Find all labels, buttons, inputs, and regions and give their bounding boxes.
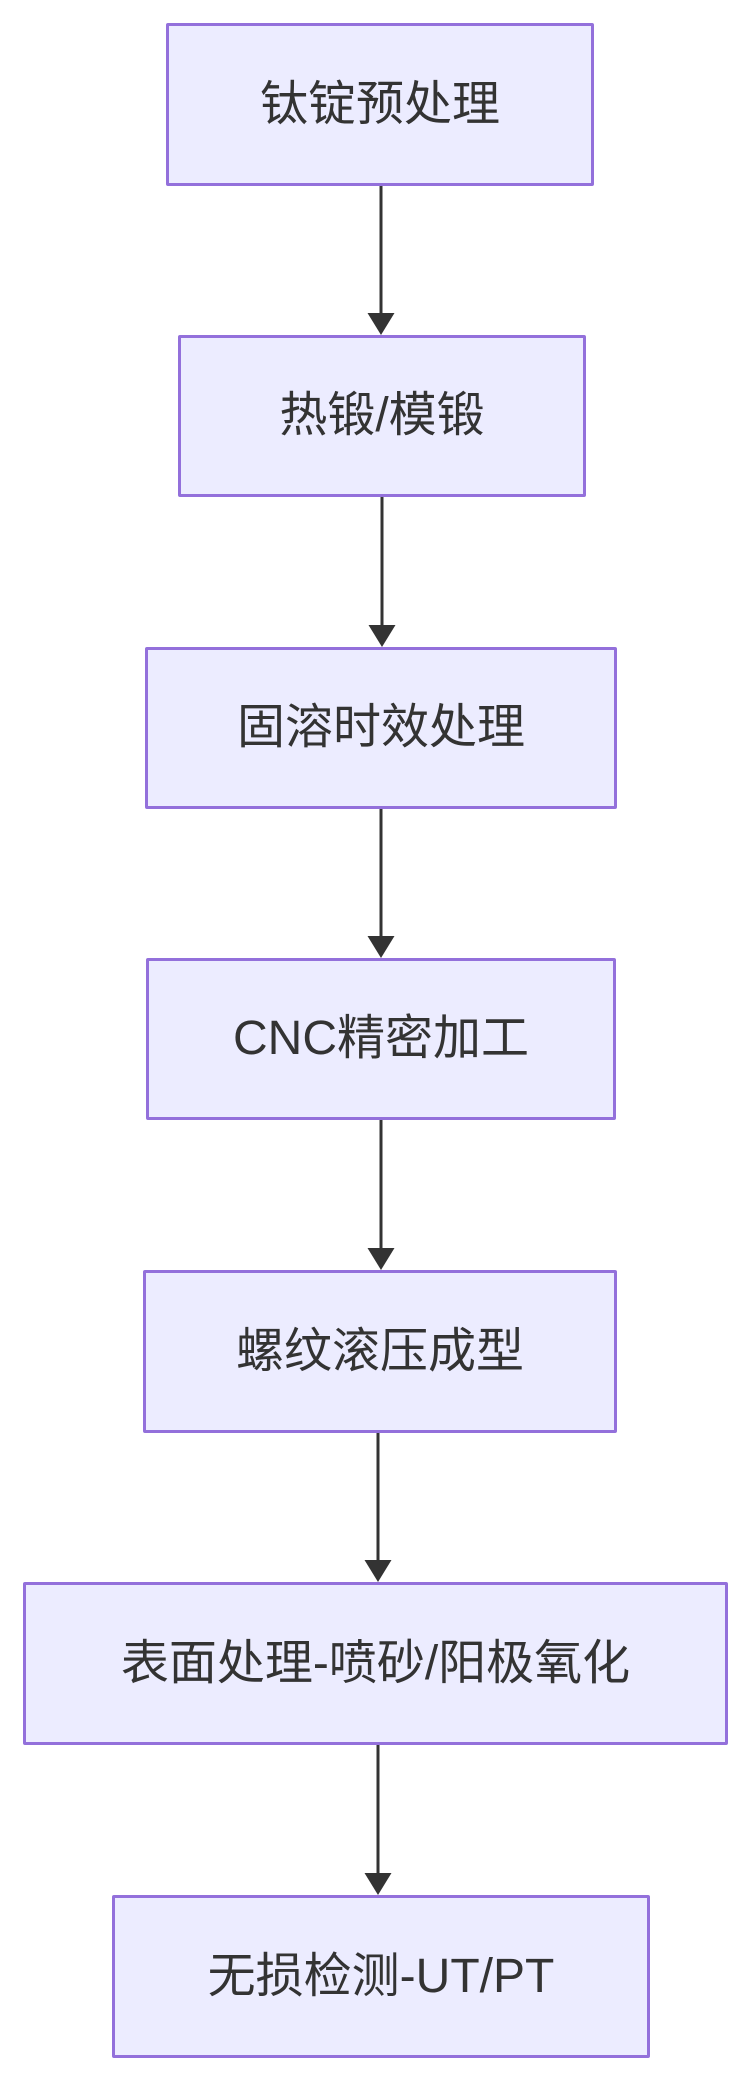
flow-node-G: 无损检测-UT/PT bbox=[112, 1895, 650, 2058]
arrowhead-icon bbox=[367, 936, 395, 958]
flow-arrow-F-G bbox=[364, 1745, 392, 1895]
arrowhead-icon bbox=[367, 313, 395, 335]
flow-node-D: CNC精密加工 bbox=[146, 958, 616, 1120]
flow-node-label: 固溶时效处理 bbox=[236, 701, 525, 755]
flow-arrow-C-D bbox=[367, 809, 395, 958]
flow-node-label: 钛锭预处理 bbox=[259, 77, 500, 131]
flow-node-E: 螺纹滚压成型 bbox=[143, 1270, 617, 1433]
flow-arrow-A-B bbox=[367, 186, 395, 335]
arrowhead-icon bbox=[368, 625, 396, 647]
flow-node-label: 表面处理-喷砂/阳极氧化 bbox=[120, 1636, 631, 1690]
flow-node-F: 表面处理-喷砂/阳极氧化 bbox=[23, 1582, 728, 1745]
flow-node-label: 螺纹滚压成型 bbox=[235, 1324, 524, 1378]
arrowhead-icon bbox=[367, 1248, 395, 1270]
flow-arrow-E-F bbox=[364, 1433, 392, 1582]
arrowhead-icon bbox=[364, 1560, 392, 1582]
flow-node-A: 钛锭预处理 bbox=[166, 23, 594, 186]
flow-node-label: 无损检测-UT/PT bbox=[207, 1949, 555, 2003]
flow-node-C: 固溶时效处理 bbox=[145, 647, 617, 809]
flow-arrow-B-C bbox=[368, 497, 396, 647]
flow-node-label: CNC精密加工 bbox=[233, 1012, 529, 1066]
flow-node-label: 热锻/模锻 bbox=[279, 389, 485, 443]
flow-node-B: 热锻/模锻 bbox=[178, 335, 586, 497]
flow-arrow-D-E bbox=[367, 1120, 395, 1270]
arrowhead-icon bbox=[364, 1873, 392, 1895]
